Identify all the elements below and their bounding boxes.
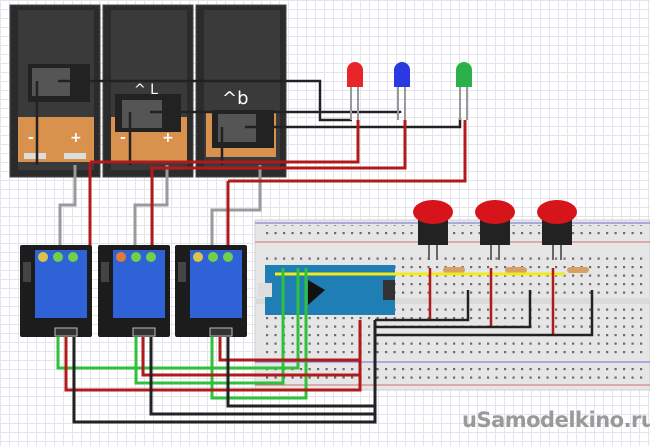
relay-signal-wires (56, 268, 377, 424)
resistors (443, 267, 589, 273)
svg-text:-: - (28, 130, 34, 146)
svg-text:^b: ^b (222, 88, 249, 109)
led-red (347, 62, 363, 120)
push-button-3 (537, 200, 577, 260)
battery-1: - + (9, 4, 101, 178)
svg-text:^ L: ^ L (134, 82, 158, 98)
battery-3: ^b (195, 4, 287, 178)
relay-3 (175, 245, 247, 337)
watermark: uSamodelkino.ru (462, 408, 650, 432)
push-button-2 (475, 200, 515, 260)
svg-text:-: - (120, 130, 126, 146)
battery-2: - + ^ L (102, 4, 194, 178)
red-wires-top (88, 120, 467, 255)
relay-1 (20, 245, 92, 337)
relay-2 (98, 245, 170, 337)
black-wires-top (35, 79, 462, 165)
svg-text:+: + (162, 130, 174, 146)
led-blue (394, 62, 410, 120)
push-button-1 (413, 200, 453, 260)
led-green (456, 62, 472, 120)
button-wires (375, 268, 594, 337)
svg-text:+: + (70, 130, 82, 146)
